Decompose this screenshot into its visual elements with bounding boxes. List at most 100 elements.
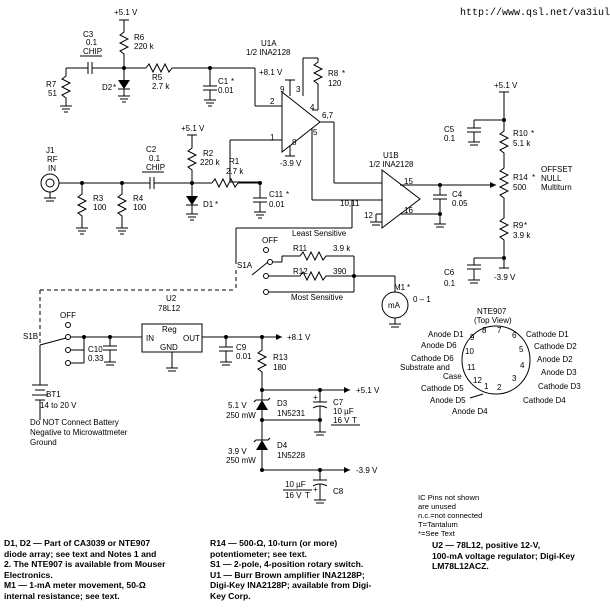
label-c2-value: 0.1 xyxy=(149,154,161,163)
svg-text:12: 12 xyxy=(473,376,482,385)
u1b-amplifier: U1B 1/2 INA2128 10,11 12 15 16 C4 0.05 xyxy=(340,151,496,230)
pin-anode-d2: Anode D2 xyxy=(537,355,573,364)
svg-text:*: * xyxy=(286,190,289,199)
label-c3-value: 0.1 xyxy=(86,38,98,47)
svg-text:*: * xyxy=(407,283,410,292)
label-r3-value: 100 xyxy=(93,203,107,212)
label-null: NULL xyxy=(541,174,562,183)
label-c7-value: 10 µF xyxy=(333,407,354,416)
label-warn3: Ground xyxy=(30,438,57,447)
svg-text:*: * xyxy=(231,77,234,86)
svg-text:16: 16 xyxy=(404,206,413,215)
label-r10: R10 xyxy=(513,129,528,138)
pin-cathode-d5: Cathode D5 xyxy=(421,384,464,393)
note-line: U2 — 78L12, positive 12-V, xyxy=(432,540,541,550)
label-r9-value: 3.9 k xyxy=(513,231,531,240)
svg-text:7: 7 xyxy=(497,326,502,335)
note-line: 2. The NTE907 is available from Mouser xyxy=(4,559,166,569)
label-c1: C1 xyxy=(218,77,229,86)
label-z2-voltage: 3.9 V xyxy=(228,447,247,456)
label-vn39a: -3.9 V xyxy=(280,159,302,168)
svg-text:*: * xyxy=(532,173,535,182)
svg-text:1: 1 xyxy=(270,133,275,142)
note-line: S1 — 2-pole, 4-position rotary switch. xyxy=(210,559,364,569)
label-d4: D4 xyxy=(277,441,288,450)
label-r5: R5 xyxy=(152,73,163,82)
label-c5-value: 0.1 xyxy=(444,134,456,143)
label-z1-voltage: 5.1 V xyxy=(228,401,247,410)
nte907-pinout: NTE907 (Top View) 6 5 4 3 2 1 12 11 10 9… xyxy=(400,307,581,416)
label-j1: J1 xyxy=(46,146,55,155)
svg-text:10,11: 10,11 xyxy=(340,199,360,208)
label-offset: OFFSET xyxy=(541,165,573,174)
label-u1b-value: 1/2 INA2128 xyxy=(369,160,414,169)
note-line: M1 — 1-mA meter movement, 50-Ω xyxy=(4,580,146,590)
label-warn2: Negative to Microwattmeter xyxy=(30,428,128,437)
label-r4-value: 100 xyxy=(133,203,147,212)
svg-text:T: T xyxy=(352,416,357,425)
svg-text:4: 4 xyxy=(520,361,525,370)
note-line: Electronics. xyxy=(4,569,53,580)
label-r2: R2 xyxy=(203,149,214,158)
label-off1: OFF xyxy=(262,236,278,245)
note-line: LM78L12ACZ. xyxy=(432,561,489,571)
label-bt1: BT1 xyxy=(46,390,61,399)
label-r14-value: 500 xyxy=(513,183,527,192)
note-line: Key Corp. xyxy=(210,590,251,601)
label-r3: R3 xyxy=(93,194,104,203)
pin-anode-d4: Anode D4 xyxy=(452,407,488,416)
label-j1-in: IN xyxy=(48,164,56,173)
label-r1-value: 2.7 k xyxy=(226,167,244,176)
label-r14: R14 xyxy=(513,173,528,182)
notes-right: U2 — 78L12, positive 12-V, 100-mA voltag… xyxy=(432,540,575,572)
label-c7-rating: 16 V xyxy=(333,416,350,425)
label-r11-value: 3.9 k xyxy=(333,244,351,253)
legend-line: T=Tantalum xyxy=(418,520,458,529)
legend: IC Pins not shown are unused n.c.=not co… xyxy=(418,493,482,538)
svg-text:11: 11 xyxy=(467,363,476,372)
label-bt1-value: 14 to 20 V xyxy=(40,401,77,410)
label-c1-value: 0.01 xyxy=(218,86,234,95)
svg-text:5: 5 xyxy=(313,128,318,137)
svg-text:8: 8 xyxy=(292,138,297,147)
svg-text:9: 9 xyxy=(470,333,475,342)
label-d1: D1 xyxy=(203,200,214,209)
label-d3: D3 xyxy=(277,399,288,408)
label-r1: R1 xyxy=(229,157,240,166)
label-u1a: U1A xyxy=(261,39,277,48)
legend-line: n.c.=not connected xyxy=(418,511,483,520)
label-c4-value: 0.05 xyxy=(452,199,468,208)
label-gnd: GND xyxy=(160,343,178,352)
label-v81: +8.1 V xyxy=(259,68,283,77)
pin-substrate: Substrate and xyxy=(400,363,450,372)
offset-network: +5.1 V C5 0.1 R10 * 5.1 k R14 * 500 OFFS… xyxy=(444,81,573,288)
range-switch-meter: OFF S1A Least Sensitive R11 3.9 k R12 39… xyxy=(39,228,431,345)
svg-text:5: 5 xyxy=(519,345,524,354)
svg-text:*: * xyxy=(342,69,345,78)
label-top-view: (Top View) xyxy=(474,316,512,325)
label-c9-value: 0.01 xyxy=(236,352,252,361)
label-c8-value: 10 µF xyxy=(285,480,306,489)
label-d2: D2 xyxy=(102,83,113,92)
svg-text:*: * xyxy=(113,83,116,92)
svg-text:3: 3 xyxy=(512,374,517,383)
label-r7: R7 xyxy=(46,80,57,89)
label-c8: C8 xyxy=(333,487,344,496)
label-u1b: U1B xyxy=(383,151,399,160)
label-warn1: Do NOT Connect Battery xyxy=(30,418,119,427)
u1a-amplifier: U1A 1/2 INA2128 +8.1 V 9 3 4 2 1 8 5 6,7… xyxy=(229,39,382,229)
label-c5: C5 xyxy=(444,125,455,134)
legend-line: IC Pins not shown xyxy=(418,493,480,502)
label-c2-note: CHIP xyxy=(146,163,165,172)
pin-cathode-d1: Cathode D1 xyxy=(526,330,569,339)
label-d3-value: 1N5231 xyxy=(277,409,306,418)
label-ma: mA xyxy=(388,301,401,310)
notes-left: D1, D2 — Part of CA3039 or NTE907 diode … xyxy=(4,538,165,601)
label-c6-value: 0.1 xyxy=(444,279,456,288)
label-r13-value: 180 xyxy=(273,363,287,372)
svg-text:T: T xyxy=(305,491,310,500)
label-u1a-value: 1/2 INA2128 xyxy=(246,48,291,57)
pin-cathode-d2: Cathode D2 xyxy=(534,342,577,351)
svg-text:9: 9 xyxy=(280,85,285,94)
label-z2-power: 250 mW xyxy=(226,456,256,465)
